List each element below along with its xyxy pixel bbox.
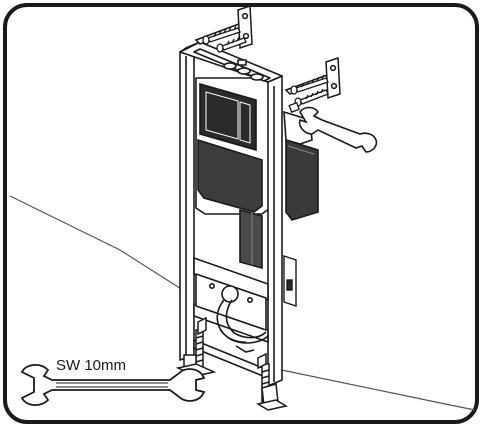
screw-icon	[202, 25, 329, 113]
tool-wrench-icon	[20, 364, 206, 406]
cistern-icon	[197, 138, 263, 270]
top-pipe-connectors	[223, 59, 264, 81]
wall-floor-lines	[9, 195, 476, 411]
tool-size-label: SW 10mm	[56, 357, 126, 374]
flush-plate-icon	[199, 82, 257, 152]
drain-bend-icon	[216, 299, 269, 353]
wrench-icon	[298, 106, 378, 153]
cable-clip	[283, 255, 297, 307]
adjustable-foot-icon	[175, 316, 288, 411]
